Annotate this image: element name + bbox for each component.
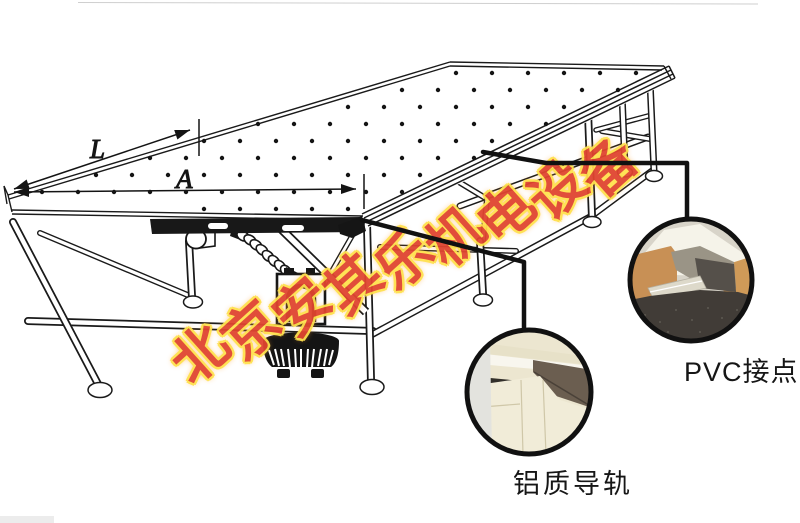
dim-label-l: L (89, 134, 105, 164)
aluminium-rail-label: 铝质导轨 (513, 469, 633, 499)
callout-circle-pvc (627, 216, 755, 344)
tabletop (3, 61, 676, 238)
pvc-joint-label: PVC接点 (684, 357, 799, 387)
table-truss (9, 77, 664, 399)
dimension-arrow-a: A (13, 164, 365, 209)
front-rail-profile (361, 64, 676, 228)
callout-line-rail (359, 217, 527, 333)
front-apron-dark-band (150, 217, 365, 234)
top-hairline (77, 2, 759, 5)
callout-lines (359, 149, 690, 333)
dim-label-a: A (174, 164, 193, 194)
motor-box (275, 268, 327, 326)
callout-line-pvc (480, 149, 690, 221)
corner-bracket (338, 216, 366, 238)
scan-artifact (0, 516, 54, 523)
tabletop-edges (3, 61, 672, 221)
dimension-arrow-l: L (13, 119, 200, 190)
roller-cylinder (185, 228, 216, 250)
air-blower-assembly (185, 217, 370, 378)
diagonal-support-strut (269, 217, 370, 316)
blower-turbine (263, 332, 339, 378)
adjustable-feet (87, 166, 664, 399)
callout-circle-rail (464, 327, 594, 457)
